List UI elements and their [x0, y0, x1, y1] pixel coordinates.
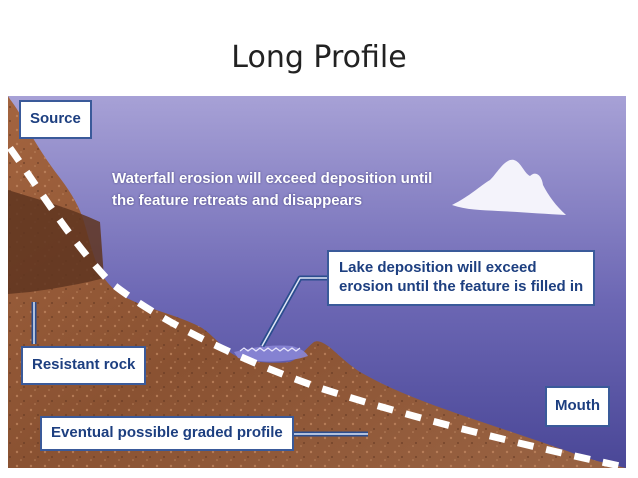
lake-annotation: Lake deposition will exceed erosion unti…	[327, 250, 596, 306]
cloud-shape	[452, 159, 566, 215]
lake-annotation-line-1: Lake deposition will exceed	[339, 259, 537, 276]
diagram-title: Long Profile	[231, 40, 407, 75]
resistant-rock-layer	[8, 190, 104, 294]
lake-pointer-highlight	[261, 277, 327, 347]
graded-profile-label: Eventual possible graded profile	[40, 416, 294, 451]
waterfall-annotation-line-1: Waterfall erosion will exceed deposition…	[112, 170, 433, 187]
waterfall-annotation: Waterfall erosion will exceed deposition…	[112, 168, 432, 212]
graded-profile-line	[7, 145, 621, 470]
lake-ripples	[239, 347, 301, 352]
source-label: Source	[19, 100, 92, 139]
resistant-rock-label: Resistant rock	[21, 346, 147, 385]
mouth-label: Mouth	[545, 386, 610, 427]
lake-annotation-line-2: erosion until the feature is filled in	[339, 277, 584, 295]
waterfall-annotation-line-2: the feature retreats and disappears	[112, 191, 363, 209]
land-texture	[8, 96, 626, 468]
